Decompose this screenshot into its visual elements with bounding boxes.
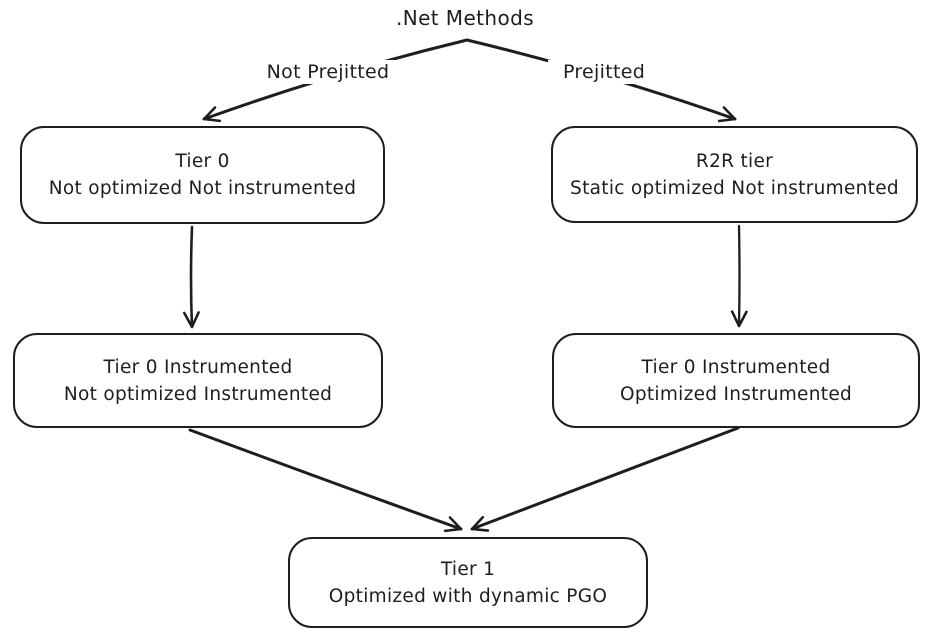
node-tier0-instrumented-right-title: Tier 0 Instrumented: [641, 356, 831, 378]
edge-tier0-to-instrumented-arrow: [183, 225, 200, 329]
node-r2r-subtitle: Static optimized Not instrumented: [570, 177, 899, 199]
node-tier0-subtitle: Not optimized Not instrumented: [48, 178, 357, 199]
node-tier0-instrumented-left-subtitle: Not optimized Instrumented: [63, 383, 333, 405]
edge-label-not-prejitted: Not Prejitted: [248, 60, 408, 84]
node-tier0-instrumented-left-title: Tier 0 Instrumented: [103, 356, 293, 378]
node-r2r-title: R2R tier: [695, 150, 774, 172]
edge-left-instrumented-to-tier1-arrow: [188, 428, 463, 533]
node-tier0-title: Tier 0: [175, 151, 230, 172]
node-r2r-tier: R2R tier Static optimized Not instrument…: [551, 126, 918, 223]
edge-right-instrumented-to-tier1-arrow: [470, 426, 740, 532]
node-tier0: Tier 0 Not optimized Not instrumented: [20, 126, 385, 224]
node-tier1: Tier 1 Optimized with dynamic PGO: [288, 537, 648, 628]
edge-label-prejitted: Prejitted: [548, 60, 660, 84]
node-tier0-instrumented-right-subtitle: Optimized Instrumented: [619, 383, 853, 405]
node-tier0-instrumented-left: Tier 0 Instrumented Not optimized Instru…: [13, 333, 383, 428]
node-tier1-subtitle: Optimized with dynamic PGO: [328, 585, 608, 607]
node-tier1-title: Tier 1: [440, 558, 496, 580]
edge-r2r-to-instrumented-arrow: [730, 224, 748, 328]
node-tier0-instrumented-right: Tier 0 Instrumented Optimized Instrument…: [552, 333, 920, 428]
diagram-title: .Net Methods: [395, 6, 535, 30]
